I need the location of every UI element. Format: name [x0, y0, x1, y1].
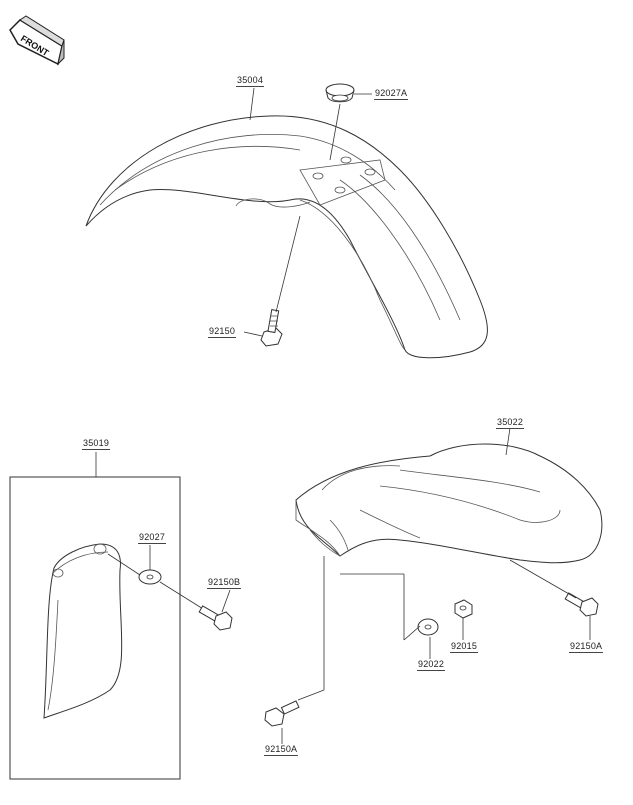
grommet-a — [325, 83, 355, 103]
front-fender — [85, 115, 488, 359]
washer — [417, 618, 439, 636]
bolt-b — [198, 605, 233, 631]
label-nut: 92015 — [450, 641, 479, 653]
label-rear-fender: 35022 — [496, 417, 525, 429]
label-grommet: 92027 — [138, 532, 167, 544]
label-bolt-front: 92150 — [208, 326, 237, 338]
label-front-fender: 35004 — [236, 75, 265, 87]
label-grommet-a: 92027A — [374, 88, 409, 100]
label-bolt-bottom-a: 92150A — [264, 744, 299, 756]
bolt-rear-a — [564, 592, 599, 617]
bolt-front — [260, 309, 283, 347]
fender-shroud — [43, 543, 123, 719]
label-bolt-rear-a: 92150A — [569, 641, 604, 653]
label-washer: 92022 — [417, 659, 446, 671]
front-arrow-icon: FRONT — [9, 15, 65, 66]
label-bolt-b: 92150B — [207, 577, 242, 589]
shroud-frame — [9, 476, 181, 780]
nut — [454, 599, 473, 619]
bolt-bottom-a — [264, 700, 300, 727]
grommet — [138, 569, 162, 585]
label-fender-shroud: 35019 — [82, 438, 111, 450]
rear-fender — [295, 443, 603, 564]
